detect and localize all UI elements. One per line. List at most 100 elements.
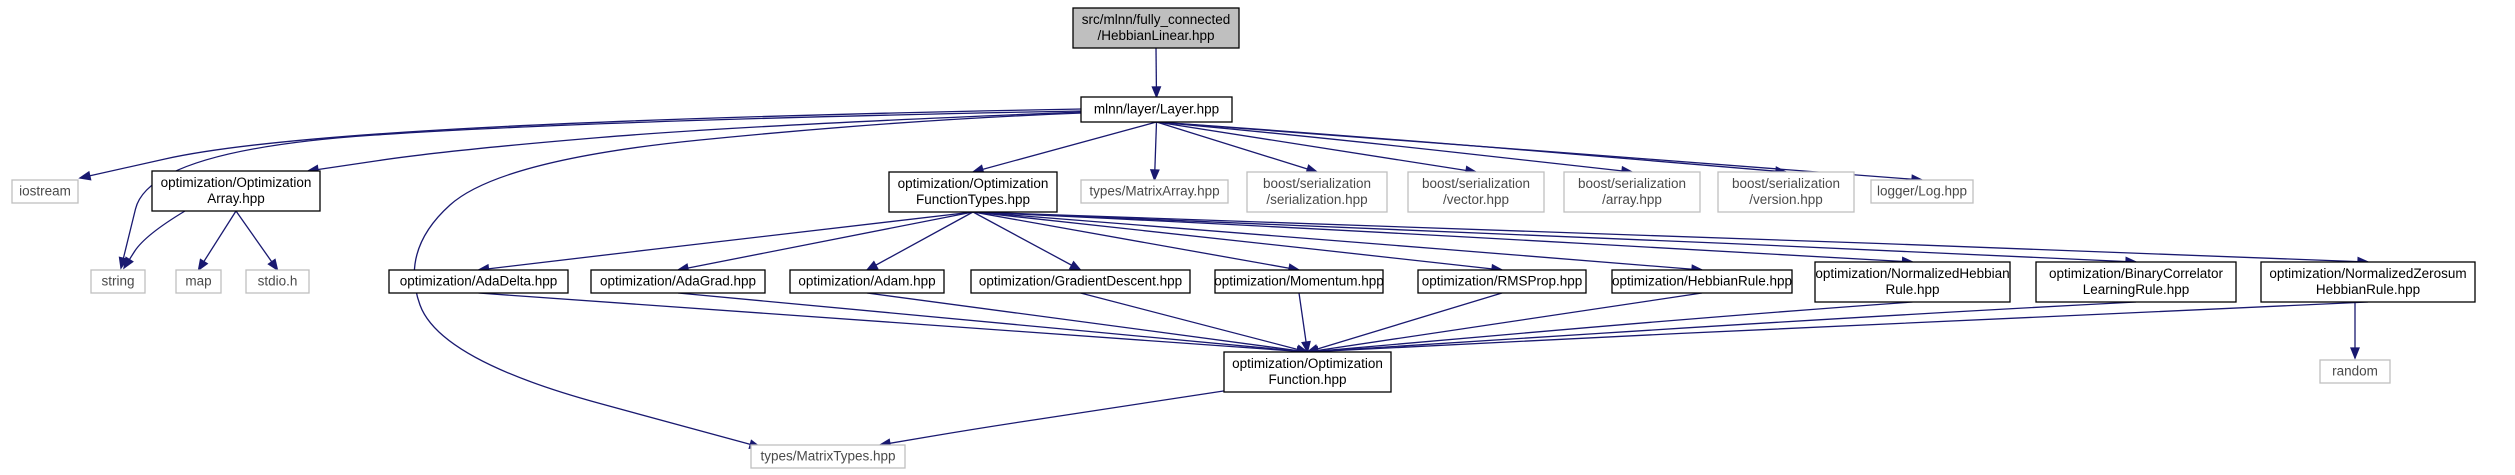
node-label: string bbox=[101, 274, 134, 289]
node-stdio: stdio.h bbox=[245, 269, 310, 294]
node-momentum[interactable]: optimization/Momentum.hpp bbox=[1214, 269, 1384, 294]
node-label: optimization/GradientDescent.hpp bbox=[979, 274, 1182, 289]
edge-layer-to-barray bbox=[1156, 121, 1634, 176]
node-box bbox=[1563, 171, 1701, 213]
node-label: map bbox=[185, 274, 211, 289]
node-label: stdio.h bbox=[258, 274, 298, 289]
edge-line bbox=[972, 121, 1157, 173]
edge-line bbox=[1156, 121, 1318, 173]
edge-optfunctypes-to-hebbrule bbox=[972, 211, 1704, 275]
edge-line bbox=[972, 211, 1703, 271]
node-label: optimization/Momentum.hpp bbox=[1214, 274, 1384, 289]
node-graddesc[interactable]: optimization/GradientDescent.hpp bbox=[970, 269, 1191, 294]
node-box bbox=[1080, 179, 1229, 204]
node-label: LearningRule.hpp bbox=[2083, 282, 2190, 297]
node-label: Array.hpp bbox=[207, 191, 265, 206]
node-label: Rule.hpp bbox=[1885, 282, 1939, 297]
node-box bbox=[2260, 261, 2476, 303]
arrowhead-icon bbox=[78, 170, 92, 181]
node-barray: boost/serialization/array.hpp bbox=[1563, 171, 1701, 213]
node-label: HebbianRule.hpp bbox=[2316, 282, 2420, 297]
node-bincorr[interactable]: optimization/BinaryCorrelatorLearningRul… bbox=[2035, 261, 2237, 303]
node-box bbox=[1080, 96, 1233, 123]
edge-line bbox=[972, 211, 1503, 271]
node-normzero[interactable]: optimization/NormalizedZerosumHebbianRul… bbox=[2260, 261, 2476, 303]
edge-line bbox=[478, 211, 974, 271]
node-matrixtypes: types/MatrixTypes.hpp bbox=[750, 444, 906, 469]
node-box bbox=[175, 269, 222, 294]
node-optfunctypes[interactable]: optimization/OptimizationFunctionTypes.h… bbox=[888, 171, 1058, 213]
node-hebbianlinear[interactable]: src/mlnn/fully_connected/HebbianLinear.h… bbox=[1072, 7, 1240, 49]
edge-line bbox=[972, 211, 2137, 263]
arrowhead-icon bbox=[1149, 169, 1160, 182]
node-box bbox=[1214, 269, 1384, 294]
node-label: iostream bbox=[19, 184, 71, 199]
edge-optarray-to-stdio bbox=[235, 210, 279, 272]
node-box bbox=[1870, 179, 1974, 204]
edge-line bbox=[677, 211, 974, 271]
node-rmsprop[interactable]: optimization/RMSProp.hpp bbox=[1417, 269, 1587, 294]
node-label: boost/serialization bbox=[1422, 176, 1530, 191]
node-label: /HebbianLinear.hpp bbox=[1097, 28, 1214, 43]
node-box bbox=[888, 171, 1058, 213]
edge-optfunctypes-to-normzero bbox=[972, 211, 2370, 267]
node-adam[interactable]: optimization/Adam.hpp bbox=[789, 269, 945, 294]
node-box bbox=[11, 179, 79, 204]
node-log: logger/Log.hpp bbox=[1870, 179, 1974, 204]
edge-line bbox=[1307, 292, 1503, 353]
node-random: random bbox=[2319, 359, 2391, 384]
node-label: optimization/AdaGrad.hpp bbox=[600, 274, 756, 289]
arrowhead-icon bbox=[267, 258, 279, 272]
node-label: optimization/BinaryCorrelator bbox=[2049, 266, 2224, 281]
edge-line bbox=[478, 292, 1308, 353]
node-box bbox=[1246, 171, 1388, 213]
edge-normzero-to-random bbox=[2350, 303, 2360, 360]
nodes-layer: src/mlnn/fully_connected/HebbianLinear.h… bbox=[11, 7, 2476, 469]
edge-line bbox=[1307, 292, 1703, 353]
edge-line bbox=[972, 211, 2369, 263]
arrowhead-icon bbox=[123, 256, 134, 270]
node-label: types/MatrixTypes.hpp bbox=[760, 449, 895, 464]
edge-bincorr-to-optfunc bbox=[1305, 301, 2137, 357]
edge-hebbrule-to-optfunc bbox=[1305, 292, 1703, 356]
node-label: /vector.hpp bbox=[1443, 192, 1509, 207]
node-adadelta[interactable]: optimization/AdaDelta.hpp bbox=[388, 269, 569, 294]
edge-line bbox=[972, 211, 1300, 271]
node-label: src/mlnn/fully_connected bbox=[1082, 12, 1231, 27]
node-layer[interactable]: mlnn/layer/Layer.hpp bbox=[1080, 96, 1233, 123]
edge-layer-to-iostream bbox=[78, 108, 1083, 181]
edge-layer-to-bversion bbox=[1156, 121, 1788, 177]
node-label: optimization/Optimization bbox=[898, 176, 1049, 191]
edge-line bbox=[123, 210, 186, 269]
node-label: boost/serialization bbox=[1578, 176, 1686, 191]
edge-hebbianlinear-to-layer bbox=[1151, 47, 1162, 99]
edge-optarray-to-string bbox=[123, 210, 186, 270]
edge-line bbox=[413, 112, 1083, 448]
node-bserialization: boost/serialization/serialization.hpp bbox=[1246, 171, 1388, 213]
node-label: optimization/AdaDelta.hpp bbox=[400, 274, 558, 289]
node-label: /array.hpp bbox=[1602, 192, 1662, 207]
edge-optfunctypes-to-adam bbox=[865, 211, 974, 271]
edge-optfunctypes-to-graddesc bbox=[972, 211, 1083, 271]
edge-line bbox=[1080, 292, 1308, 353]
node-label: optimization/Optimization bbox=[1232, 356, 1383, 371]
node-box bbox=[1407, 171, 1545, 213]
edge-line bbox=[879, 389, 1231, 446]
node-hebbrule[interactable]: optimization/HebbianRule.hpp bbox=[1611, 269, 1793, 294]
node-bversion: boost/serialization/version.hpp bbox=[1717, 171, 1855, 213]
edge-line bbox=[1307, 301, 1913, 353]
node-label: optimization/Adam.hpp bbox=[798, 274, 935, 289]
node-adagrad[interactable]: optimization/AdaGrad.hpp bbox=[590, 269, 766, 294]
node-box bbox=[1417, 269, 1587, 294]
node-label: logger/Log.hpp bbox=[1877, 184, 1967, 199]
node-label: boost/serialization bbox=[1732, 176, 1840, 191]
edge-line bbox=[197, 210, 237, 271]
edge-optfunctypes-to-adagrad bbox=[676, 211, 974, 273]
edge-optfunc-to-matrixtypes bbox=[878, 389, 1231, 449]
node-box bbox=[90, 269, 146, 294]
node-box bbox=[2035, 261, 2237, 303]
